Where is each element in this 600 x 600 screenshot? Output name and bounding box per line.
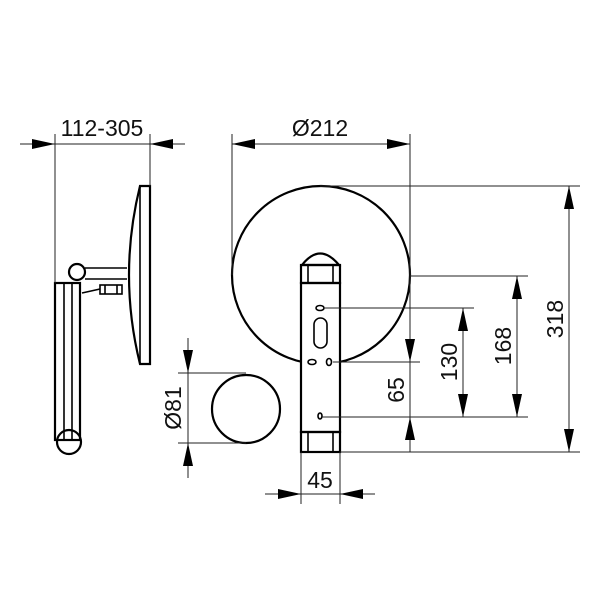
bracket-width-label: 45 xyxy=(307,467,333,493)
dimension-mirror-diameter: Ø212 xyxy=(231,115,411,452)
dimension-projection: 112-305 xyxy=(20,115,185,283)
dimension-bracket-width: 45 xyxy=(265,452,375,504)
projection-label: 112-305 xyxy=(61,115,144,141)
cable-connector xyxy=(99,284,123,295)
dimension-small-diameter: Ø81 xyxy=(160,338,246,478)
inset-view xyxy=(210,373,282,445)
hole-spacing-low-label: 65 xyxy=(383,377,409,403)
side-view xyxy=(53,184,152,456)
mount-hole-bottom xyxy=(317,412,323,420)
mount-hole-right xyxy=(325,357,333,367)
mirror-profile xyxy=(127,184,152,366)
hole-spacing-mid-label: 130 xyxy=(436,343,462,381)
small-diameter-label: Ø81 xyxy=(160,386,186,429)
dimension-hole-to-center: 168 xyxy=(490,276,522,417)
front-view xyxy=(230,184,412,454)
mount-hole-left xyxy=(307,358,317,366)
dimension-overall-height: 318 xyxy=(542,186,574,452)
swivel-arm xyxy=(81,267,127,295)
mirror-diameter-label: Ø212 xyxy=(292,115,348,141)
dimension-hole-spacing-low: 65 xyxy=(383,335,415,452)
bracket-bottom-cap xyxy=(299,430,342,454)
magnifier-disc xyxy=(210,373,282,445)
pivot-joint xyxy=(67,262,87,282)
hole-to-center-label: 168 xyxy=(490,327,516,365)
overall-height-label: 318 xyxy=(542,300,568,338)
dimension-hole-spacing-mid: 130 xyxy=(436,308,468,417)
reference-lines xyxy=(320,185,580,453)
post-end-cap xyxy=(55,428,83,456)
wall-bracket xyxy=(299,252,342,454)
mount-slot xyxy=(313,317,328,349)
wall-post xyxy=(53,281,83,456)
